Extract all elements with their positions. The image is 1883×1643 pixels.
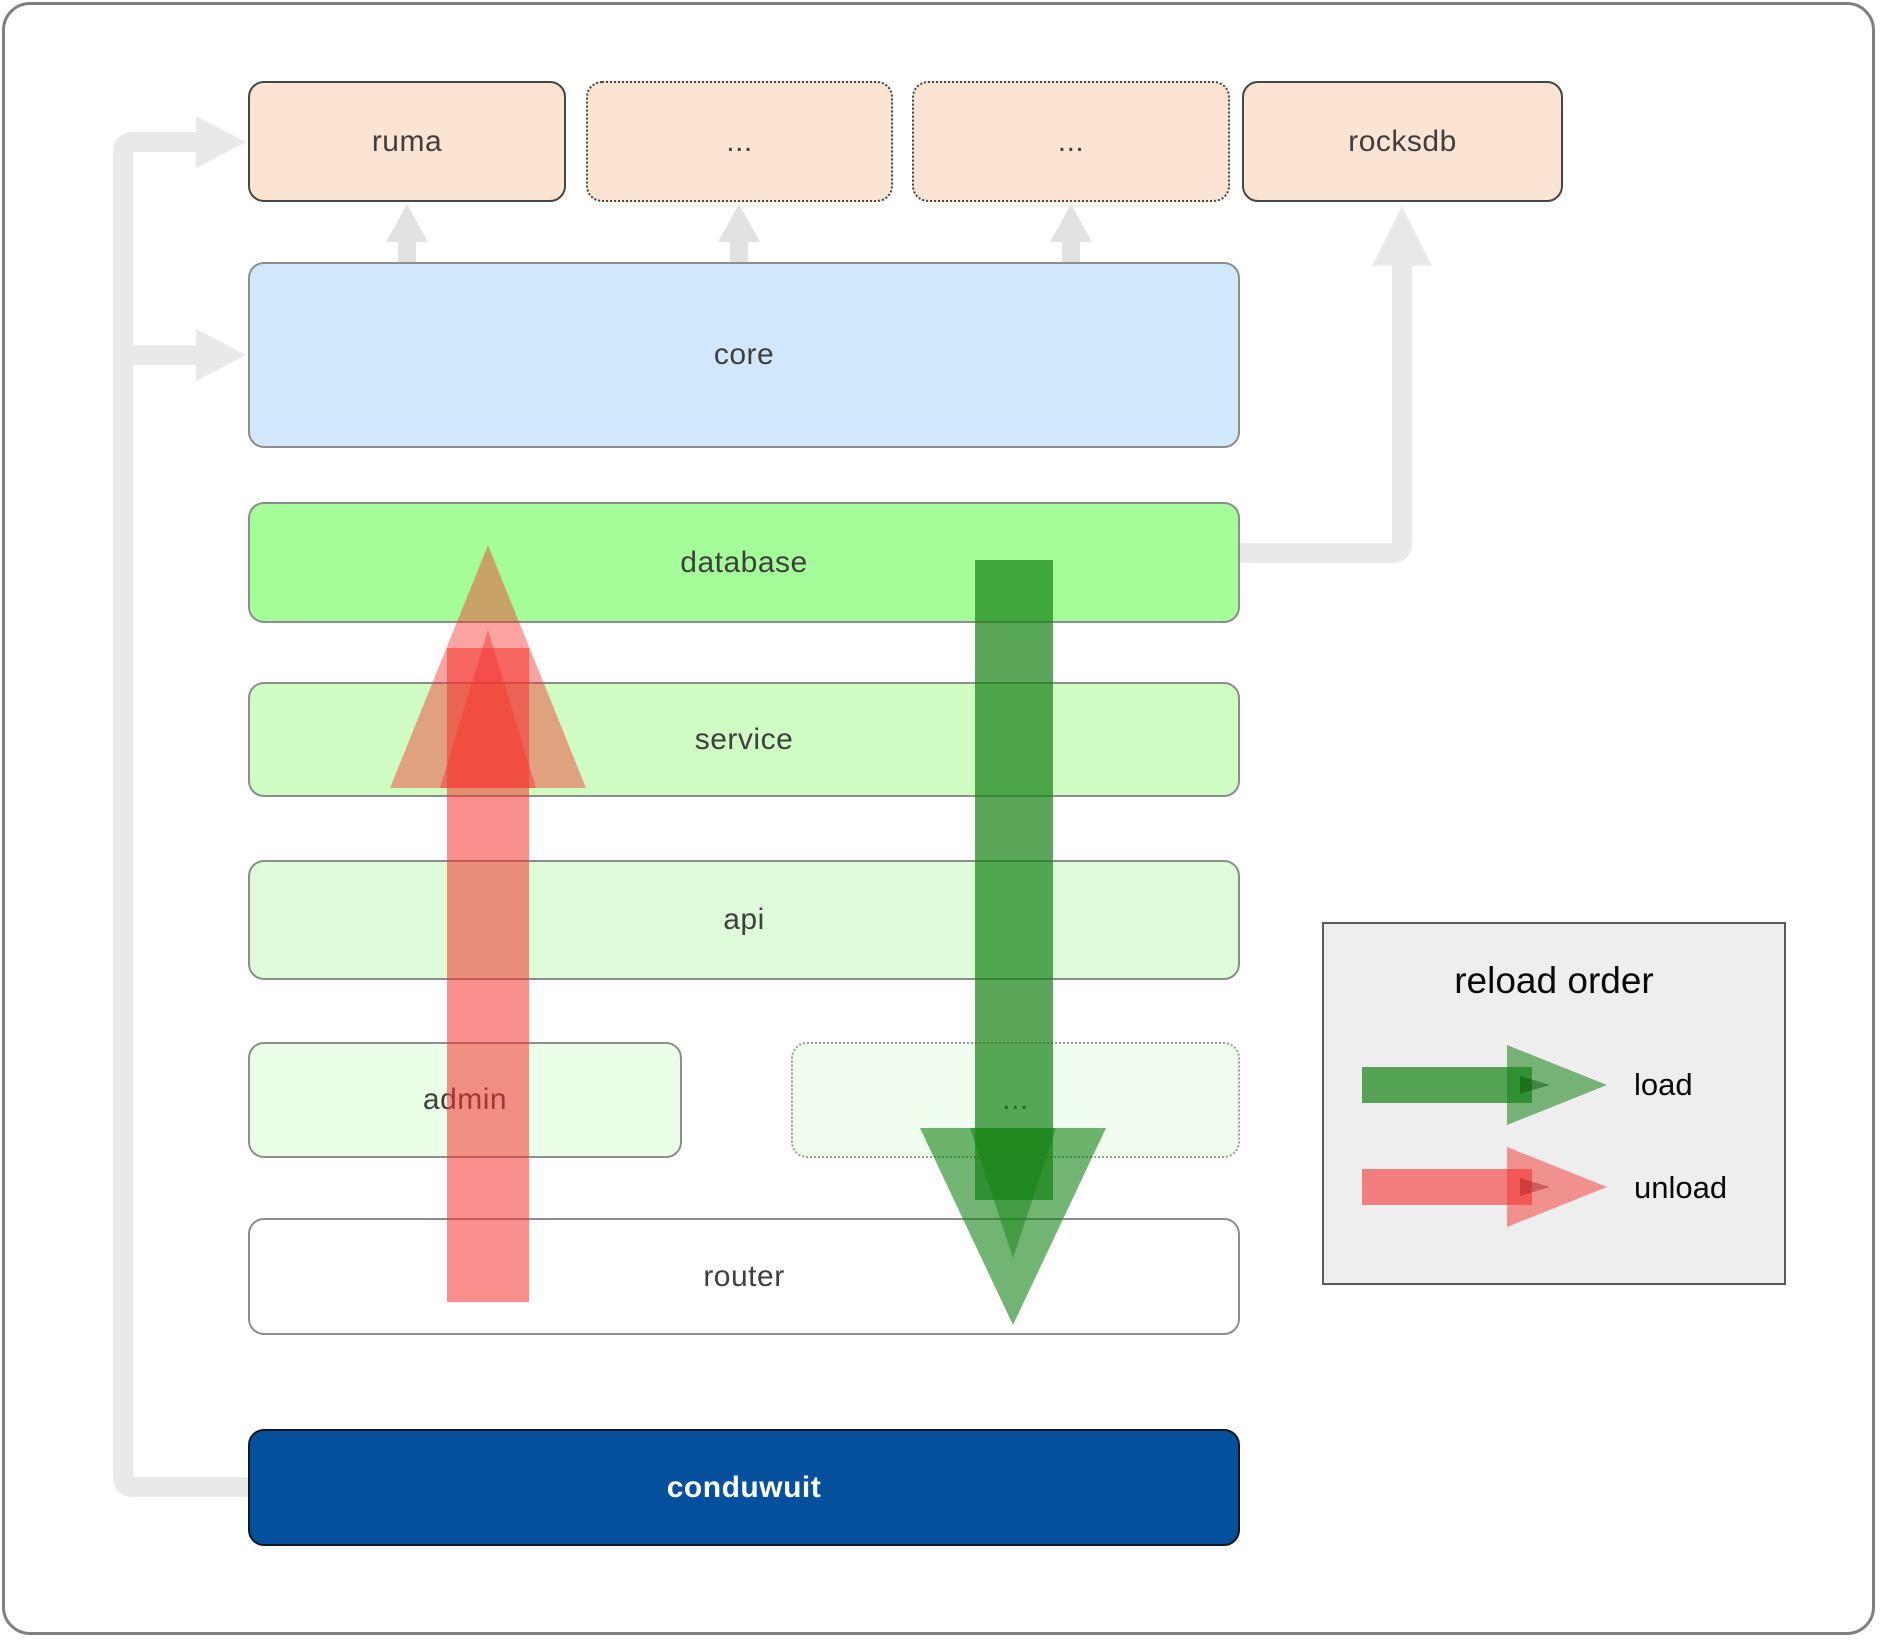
legend-load-label: load [1634, 1067, 1693, 1102]
node-ruma: ruma [248, 81, 566, 202]
node-label: ... [1057, 124, 1085, 158]
node-label: ... [726, 124, 753, 158]
node-label: core [713, 338, 775, 371]
node-label: conduwuit [666, 1470, 822, 1504]
node-rocksdb: rocksdb [1242, 81, 1563, 202]
node-label: service [694, 722, 794, 756]
legend-unload-label: unload [1634, 1170, 1728, 1205]
node-dots-1: ... [586, 81, 893, 202]
node-service: service [248, 682, 1240, 797]
node-router: router [248, 1218, 1240, 1335]
node-database: database [248, 502, 1240, 623]
node-label: ruma [371, 124, 443, 158]
legend-title: reload order [1454, 960, 1654, 1001]
node-label: admin [422, 1083, 508, 1116]
unload-arrow-icon [1362, 1147, 1607, 1227]
load-arrow-icon [1362, 1045, 1607, 1125]
node-label: database [680, 545, 808, 579]
node-api: api [248, 860, 1240, 980]
node-conduwuit: conduwuit [248, 1429, 1240, 1546]
node-label: api [723, 903, 765, 936]
node-dots-2: ... [912, 81, 1230, 202]
node-label: router [703, 1259, 785, 1293]
legend-reload-order: reload order load unload [1322, 922, 1786, 1285]
node-label: ... [1002, 1083, 1029, 1116]
node-admin: admin [248, 1042, 682, 1158]
node-core: core [248, 262, 1240, 448]
node-dots-3: ... [791, 1042, 1240, 1158]
node-label: rocksdb [1348, 124, 1457, 158]
